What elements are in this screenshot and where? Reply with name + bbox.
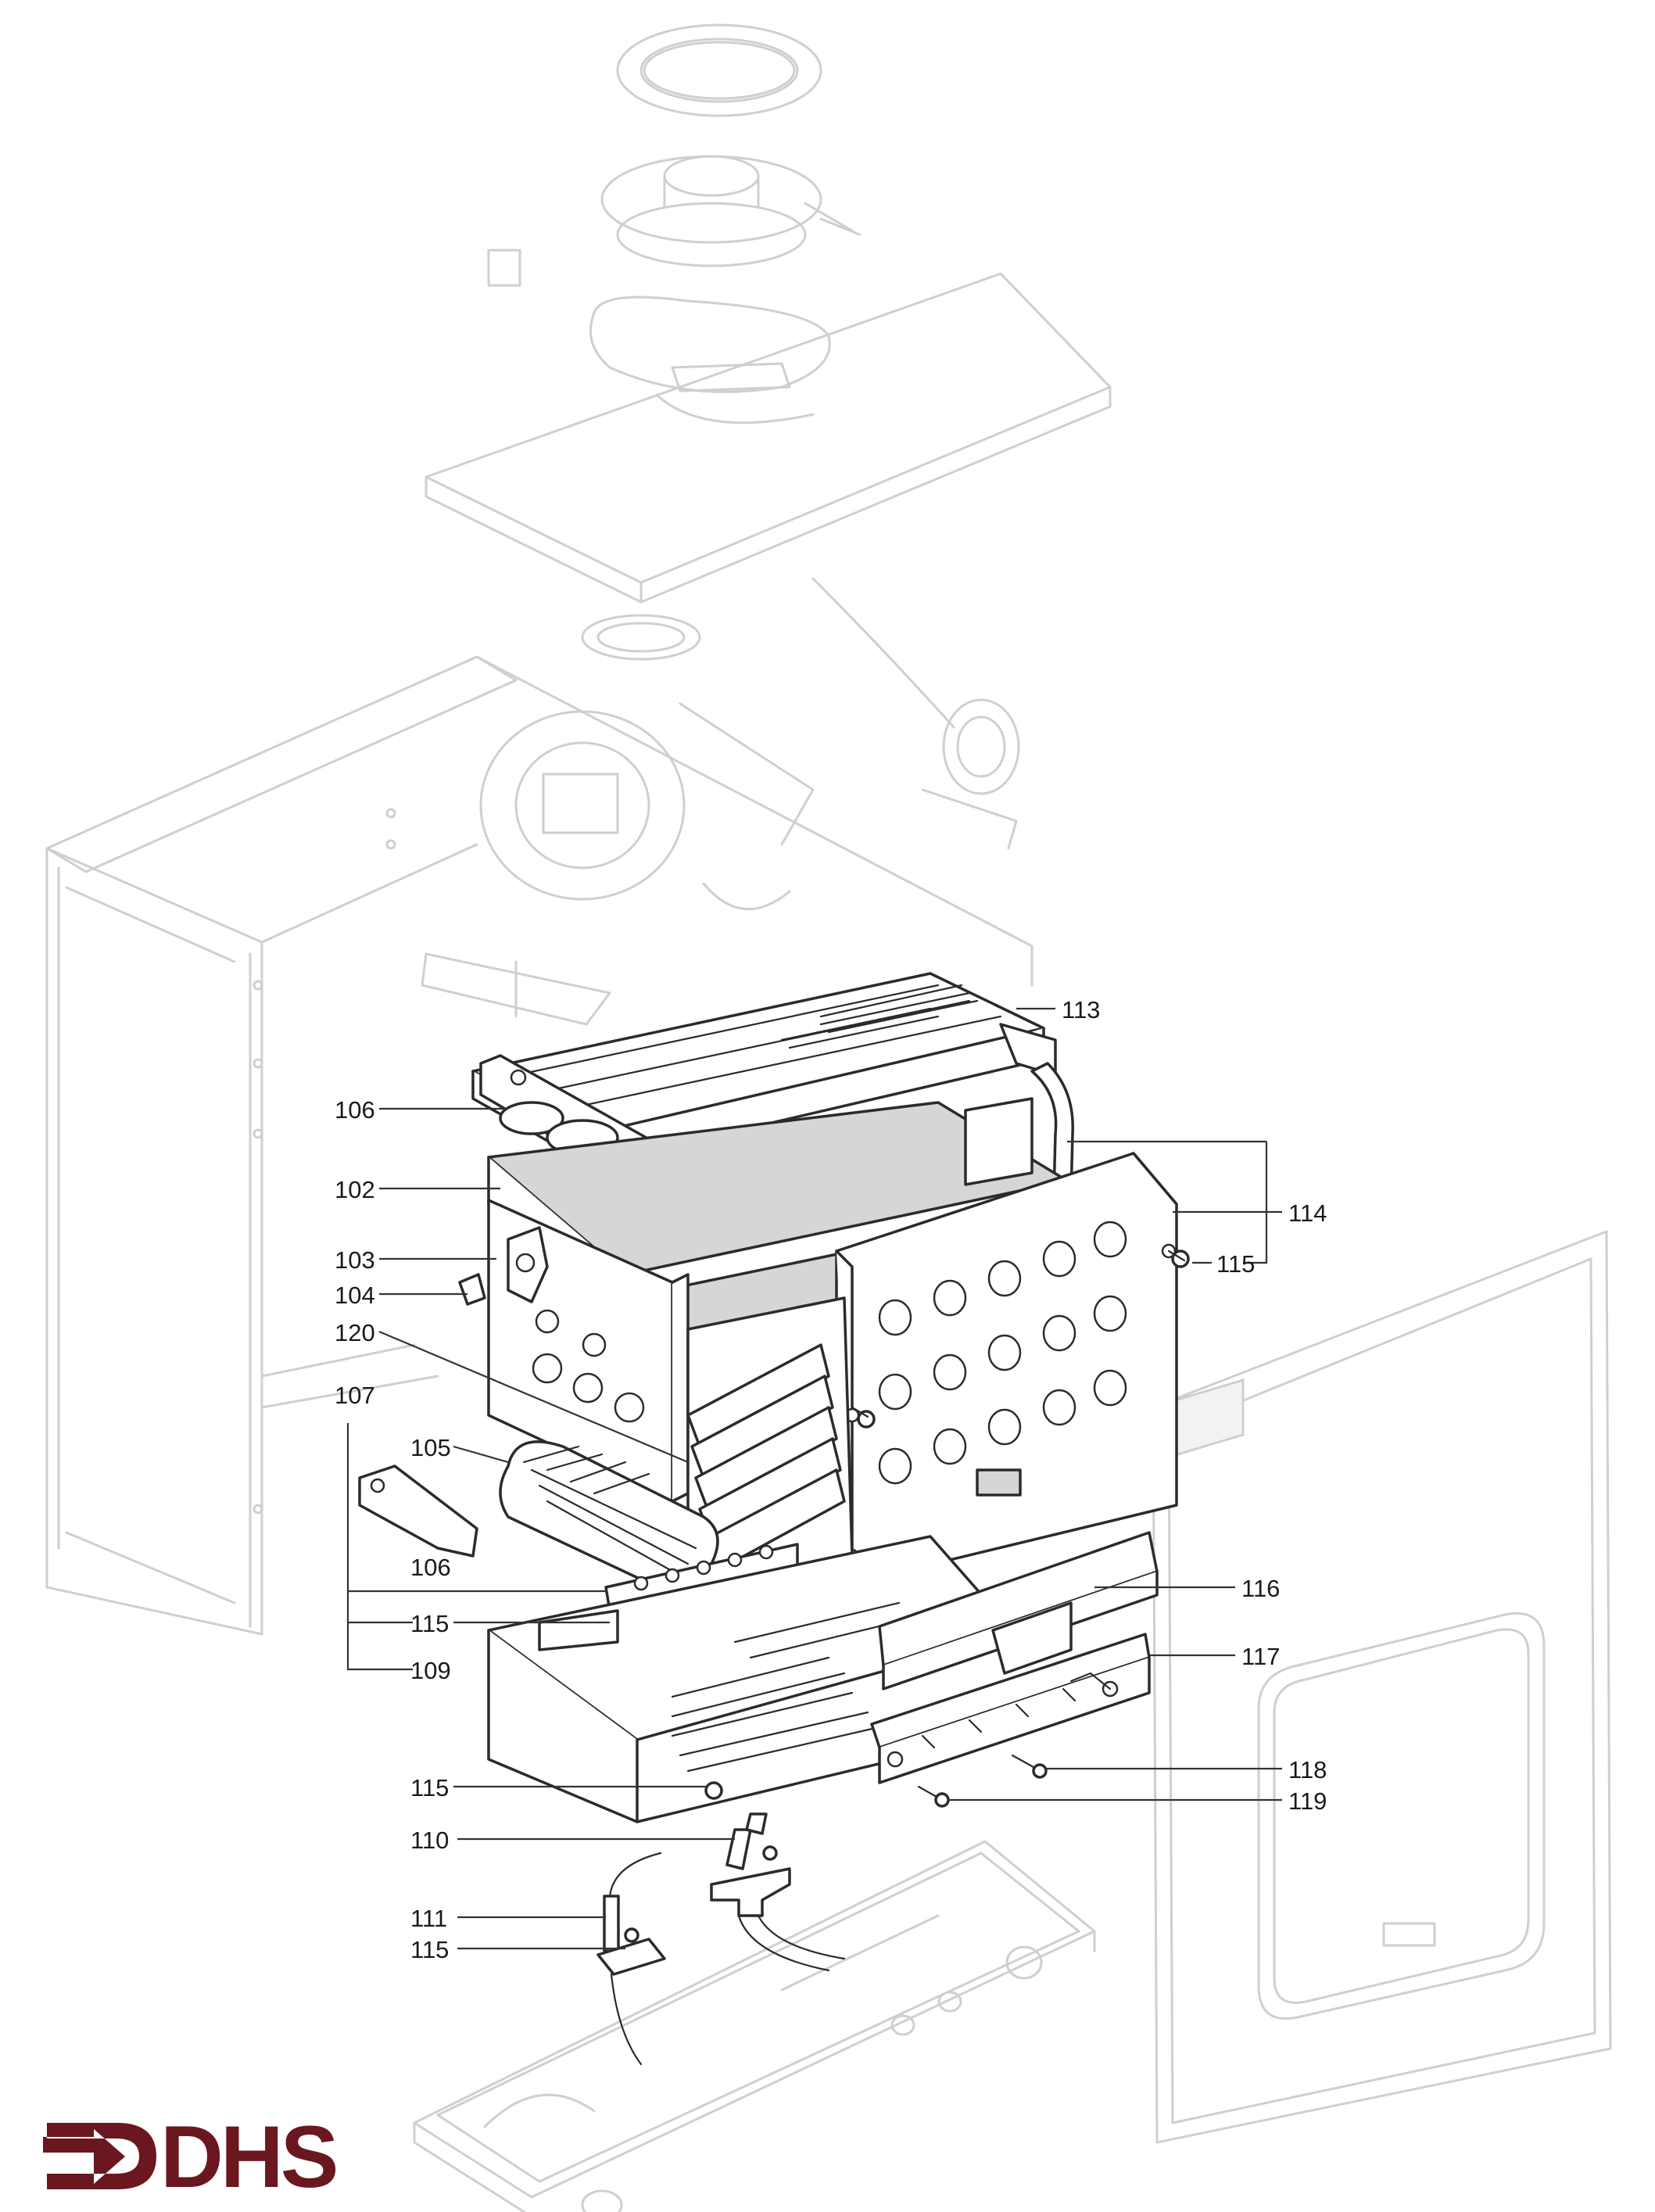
ghost-base-tray: [413, 1840, 1096, 2212]
ghost-fan-assembly: [479, 614, 815, 911]
injector-rail: [870, 1633, 1151, 1784]
callout-106-manifold: 106: [410, 1554, 451, 1581]
callout-102: 102: [335, 1176, 375, 1203]
callout-105: 105: [410, 1434, 451, 1461]
ghost-casing: [45, 655, 1033, 1636]
callout-labels: 113 106 102 114 103 115 104 120 107 105 …: [335, 996, 1327, 1963]
callout-115: 115: [1216, 1250, 1255, 1278]
flame-sense-probe: [596, 1852, 666, 2066]
burner-assembly: [358, 1296, 854, 1659]
callout-111: 111: [410, 1905, 447, 1932]
ghost-top-panel: [424, 272, 1112, 604]
callout-119: 119: [1288, 1787, 1327, 1815]
burner-tray: [487, 1535, 1018, 1823]
callout-116: 116: [1241, 1575, 1280, 1602]
screws: [851, 1249, 1186, 1808]
callout-115-probe: 115: [410, 1936, 449, 1963]
burner-front-bar: [878, 1531, 1159, 1690]
callout-leaders: [346, 1007, 1282, 1950]
chamber-panel-holes: [878, 1221, 1127, 1497]
callout-106: 106: [335, 1096, 375, 1124]
ghost-flue-gasket: [616, 23, 822, 117]
ghosted-context-parts: [45, 23, 1612, 2212]
ignition-electrode: [710, 1812, 846, 1972]
callout-104: 104: [335, 1282, 375, 1309]
dhs-logo-text: DHS: [160, 2108, 336, 2206]
callout-109: 109: [410, 1657, 451, 1684]
ghost-seal-ring: [589, 296, 831, 425]
dhs-logo: DHS: [43, 2108, 339, 2206]
ghost-pressure-switch: [811, 577, 1020, 850]
callout-115-tray: 115: [410, 1610, 449, 1637]
burner-blades: [686, 1343, 846, 1573]
callout-113: 113: [1062, 996, 1100, 1024]
highlighted-parts: [358, 972, 1190, 2066]
callout-120: 120: [335, 1319, 375, 1346]
callout-117: 117: [1241, 1643, 1280, 1670]
callout-118: 118: [1288, 1756, 1327, 1784]
ghost-flue-adaptor: [487, 155, 862, 287]
callout-107: 107: [335, 1382, 375, 1409]
callout-114: 114: [1288, 1199, 1327, 1227]
callout-115-screw: 115: [410, 1774, 449, 1802]
dhs-logo-mark: [43, 2123, 156, 2189]
callout-103: 103: [335, 1246, 375, 1274]
ghost-front-panel: [1152, 1230, 1612, 2144]
callout-110: 110: [410, 1827, 449, 1854]
